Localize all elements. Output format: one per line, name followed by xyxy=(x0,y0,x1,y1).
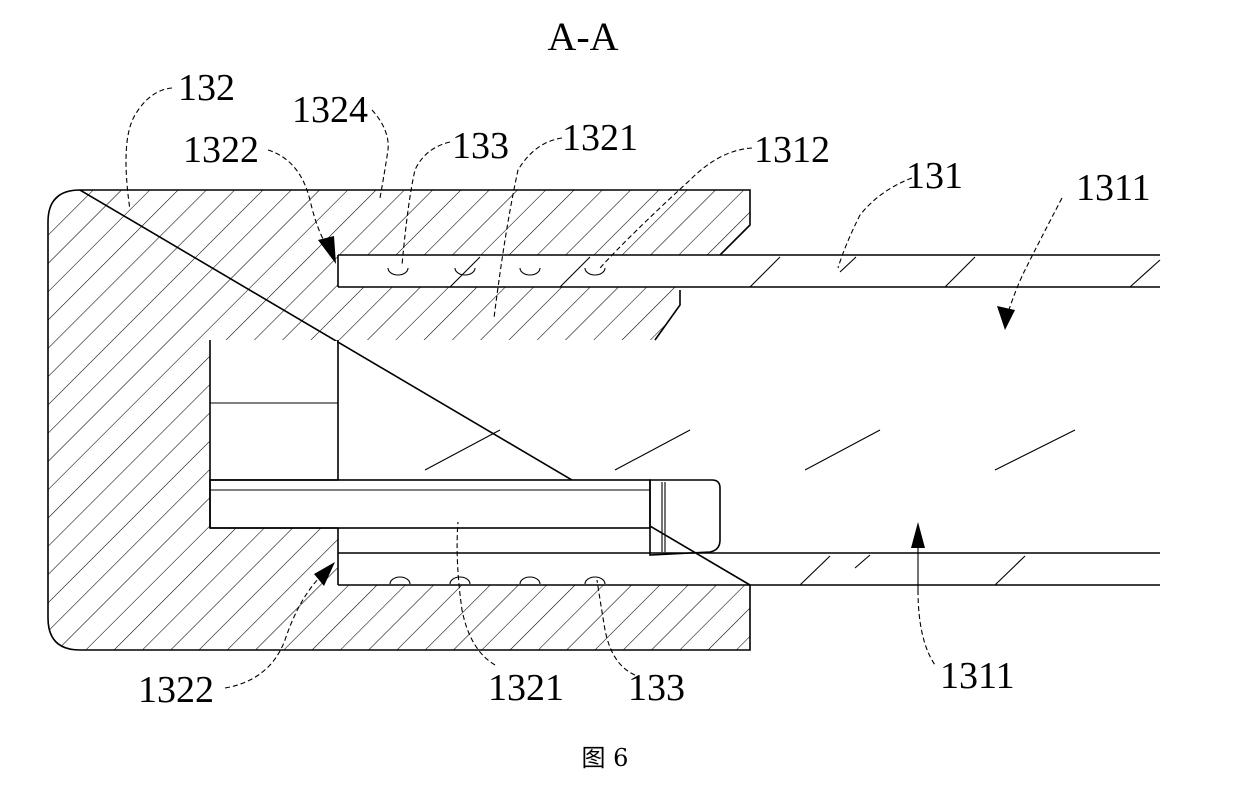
label-1322-top: 1322 xyxy=(183,129,259,171)
label-133-top: 133 xyxy=(452,125,509,167)
arrow-1311-top xyxy=(997,198,1062,330)
label-1321-top: 1321 xyxy=(562,117,638,159)
section-title: A-A xyxy=(547,14,618,59)
figure-caption: 图 6 xyxy=(582,744,629,772)
label-1311-bottom: 1311 xyxy=(940,655,1015,697)
label-132: 132 xyxy=(178,67,235,109)
label-1311-top: 1311 xyxy=(1076,167,1151,209)
holder-body-132 xyxy=(40,180,760,660)
label-1312: 1312 xyxy=(754,129,830,171)
tube-upper-wall-131 xyxy=(338,255,1160,287)
label-1322-bottom: 1322 xyxy=(138,669,214,711)
arrow-1311-bottom xyxy=(911,522,935,665)
label-1324: 1324 xyxy=(292,89,368,131)
label-131: 131 xyxy=(906,155,963,197)
label-1321-bottom: 1321 xyxy=(488,667,564,709)
tube-lower-wall-131 xyxy=(338,528,1160,585)
label-133-bottom: 133 xyxy=(628,667,685,709)
